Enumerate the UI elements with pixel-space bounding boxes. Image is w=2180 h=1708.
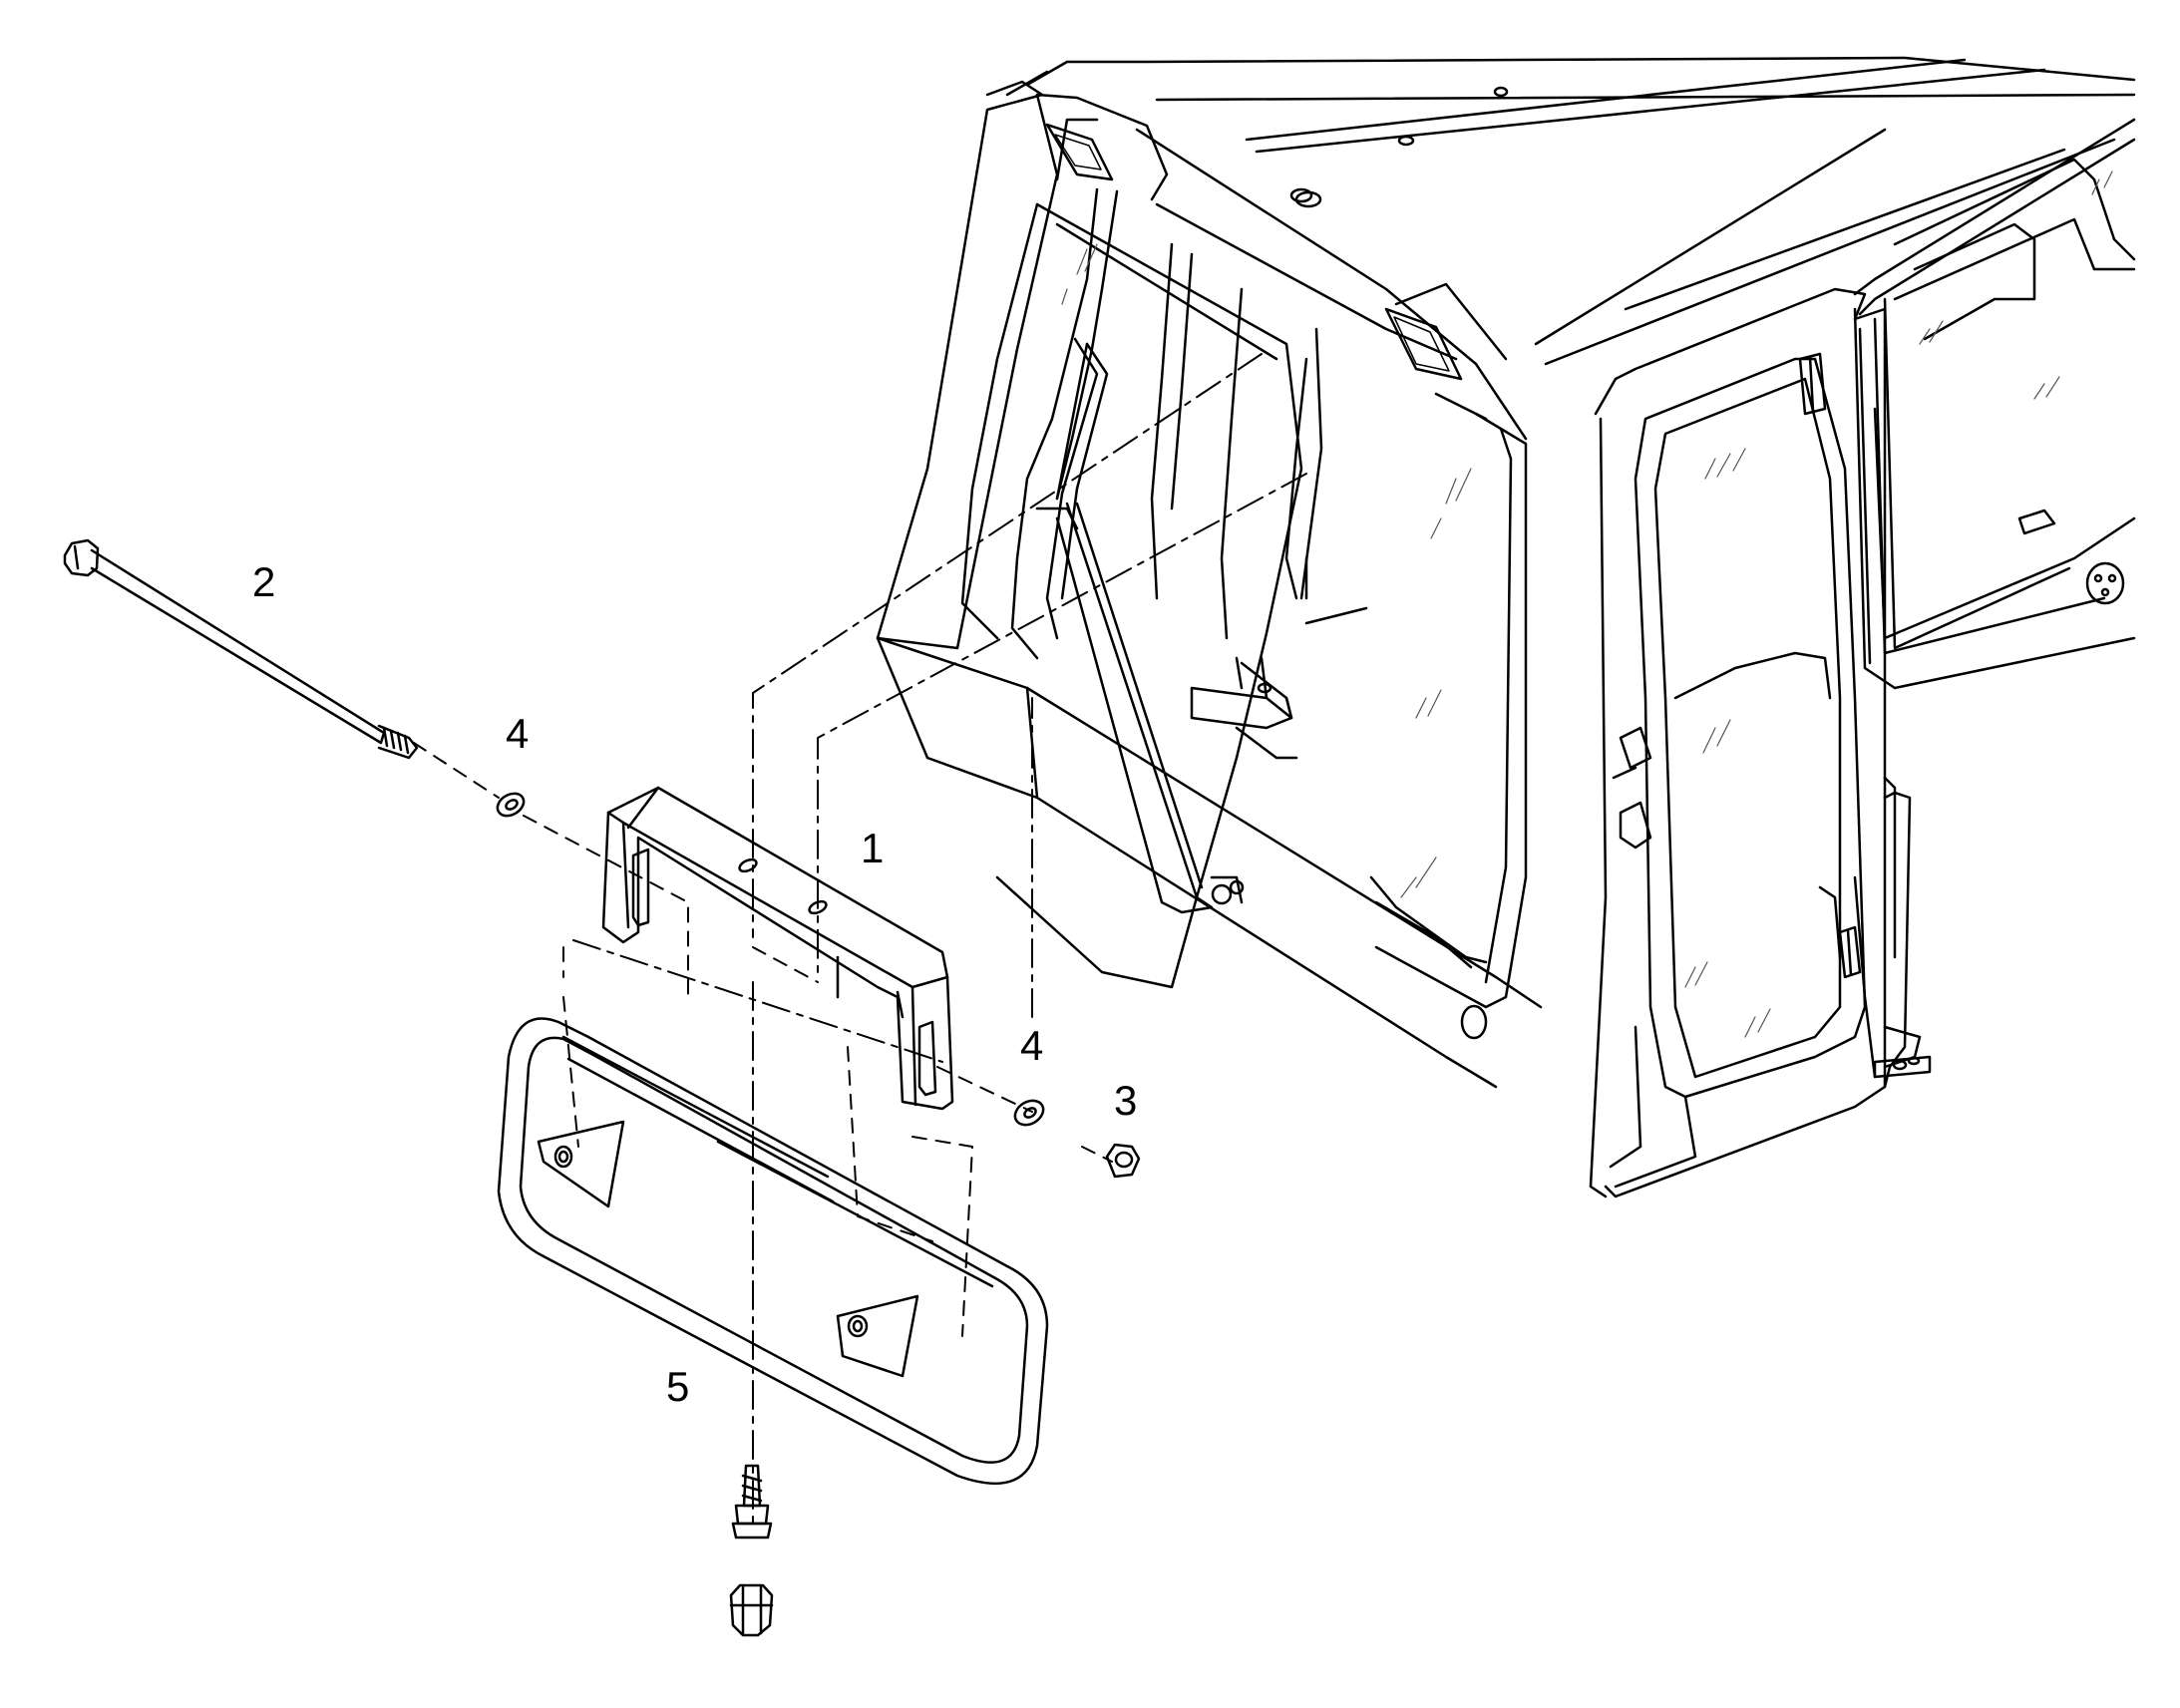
callout-part-4-lower: 4 <box>1020 1022 1044 1069</box>
callout-part-4-upper: 4 <box>506 710 530 757</box>
cap-nut-bottom <box>729 1583 774 1637</box>
washer-lower <box>1013 1099 1045 1127</box>
license-plate-holder <box>497 1017 1049 1485</box>
long-bolt <box>63 538 419 760</box>
callout-part-5: 5 <box>666 1363 690 1410</box>
callout-part-3: 3 <box>1114 1077 1138 1124</box>
hidden-lines <box>413 742 1113 1337</box>
screw-bottom <box>731 1464 773 1539</box>
hex-nut <box>1105 1143 1141 1179</box>
callout-part-1: 1 <box>861 825 885 871</box>
mounting-bracket <box>601 786 954 1111</box>
wiper-assembly <box>1035 337 1245 914</box>
glass-hatching <box>1061 171 2113 1038</box>
work-light-right <box>1384 307 1463 381</box>
rear-dial <box>2085 561 2125 605</box>
cab-body <box>876 56 2136 1198</box>
washer-upper <box>496 792 526 818</box>
assembly-lines <box>572 353 1307 1527</box>
callout-part-2: 2 <box>252 558 276 605</box>
work-light-left <box>1045 123 1114 181</box>
